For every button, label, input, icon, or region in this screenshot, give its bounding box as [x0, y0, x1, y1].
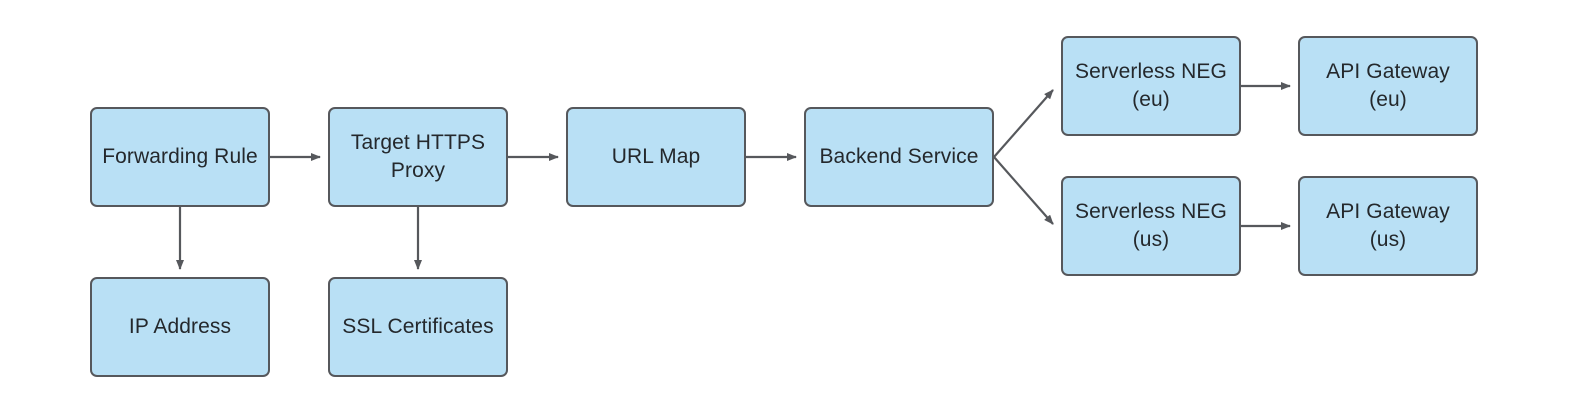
node-label-api-gateway-eu: API Gateway (eu): [1326, 60, 1450, 111]
edge-backend-service-to-serverless-neg-eu: [993, 89, 1054, 158]
node-label-api-gateway-us: API Gateway (us): [1326, 200, 1450, 251]
node-label-serverless-neg-eu: Serverless NEG (eu): [1075, 60, 1227, 111]
node-url-map[interactable]: URL Map: [566, 107, 746, 207]
node-label-forwarding-rule: Forwarding Rule: [102, 145, 258, 169]
node-label-ip-address: IP Address: [128, 315, 232, 339]
node-serverless-neg-us[interactable]: Serverless NEG (us): [1061, 176, 1241, 276]
node-label-backend-service: Backend Service: [819, 145, 979, 169]
node-serverless-neg-eu[interactable]: Serverless NEG (eu): [1061, 36, 1241, 136]
edge-backend-service-to-serverless-neg-us: [993, 156, 1054, 225]
node-label-ssl-certificates: SSL Certificates: [342, 315, 494, 339]
node-label-serverless-neg-us: Serverless NEG (us): [1075, 200, 1227, 251]
node-api-gateway-us[interactable]: API Gateway (us): [1298, 176, 1478, 276]
node-ip-address[interactable]: IP Address: [90, 277, 270, 377]
node-ssl-certificates[interactable]: SSL Certificates: [328, 277, 508, 377]
node-api-gateway-eu[interactable]: API Gateway (eu): [1298, 36, 1478, 136]
node-label-url-map: URL Map: [611, 145, 701, 169]
node-target-https-proxy[interactable]: Target HTTPS Proxy: [328, 107, 508, 207]
node-backend-service[interactable]: Backend Service: [804, 107, 994, 207]
node-forwarding-rule[interactable]: Forwarding Rule: [90, 107, 270, 207]
node-label-target-https-proxy: Target HTTPS Proxy: [350, 131, 486, 182]
